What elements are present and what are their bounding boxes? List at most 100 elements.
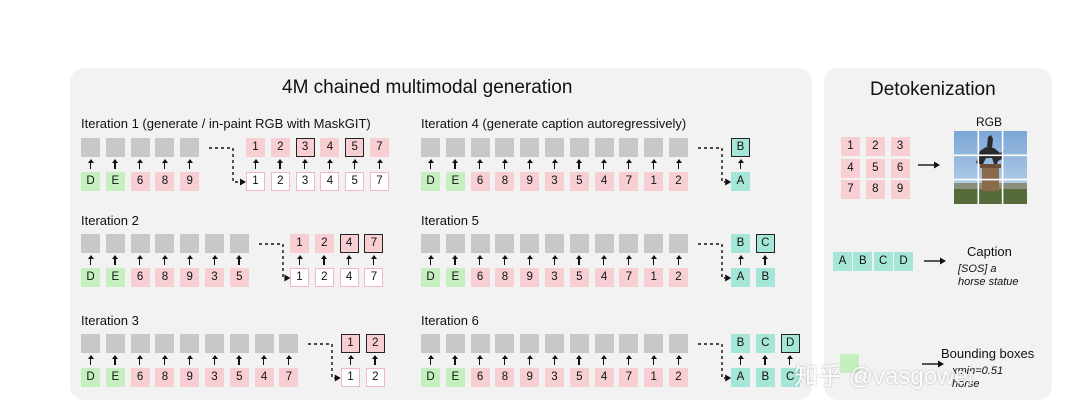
up-arrow: [296, 255, 303, 265]
rgb-token-2: 2: [865, 137, 885, 156]
iteration-title-it2: Iteration 2: [81, 213, 139, 228]
up-arrow: [601, 255, 608, 265]
bounding-boxes-label: Bounding boxes: [941, 346, 1035, 361]
input-token-E: E: [105, 368, 125, 387]
up-arrow: [762, 255, 769, 265]
masked-token: [669, 138, 688, 157]
masked-token: [545, 334, 564, 353]
rgb-token-8: 8: [865, 180, 885, 199]
masked-token: [619, 138, 639, 157]
bbox-arrow: [922, 360, 944, 368]
masked-token: [569, 234, 589, 253]
masked-token: [520, 334, 540, 353]
rgb-token-5: 5: [865, 158, 885, 178]
up-arrow: [427, 159, 434, 169]
up-arrow: [452, 255, 459, 265]
up-arrow: [576, 159, 583, 169]
output-token-3: 3: [295, 138, 315, 157]
shifted-output-token-5: 5: [345, 172, 365, 191]
up-arrow: [452, 159, 459, 169]
input-token-6: 6: [130, 368, 150, 387]
up-arrow: [551, 355, 558, 365]
input-token-4: 4: [254, 368, 274, 387]
masked-token: [669, 334, 688, 353]
masked-token: [495, 334, 515, 353]
input-token-8: 8: [495, 268, 515, 287]
masked-token: [644, 334, 664, 353]
masked-token: [155, 334, 175, 353]
caption-arrow: [924, 257, 946, 265]
up-arrow: [112, 159, 119, 169]
input-token-8: 8: [495, 368, 515, 387]
masked-token: [669, 234, 688, 253]
main-title: 4M chained multimodal generation: [282, 77, 573, 98]
masked-token: [229, 234, 249, 253]
up-arrow: [277, 159, 284, 169]
output-token-C: C: [755, 334, 775, 353]
caption-token-B: B: [853, 252, 873, 271]
masked-token: [445, 334, 465, 353]
input-token-1: 1: [644, 268, 664, 287]
up-arrow: [302, 159, 309, 169]
dashed-connector: [209, 147, 246, 186]
up-arrow: [112, 355, 119, 365]
output-token-2: 2: [314, 234, 334, 253]
input-token-6: 6: [470, 368, 490, 387]
input-token-2: 2: [669, 268, 688, 287]
output-token-2: 2: [270, 138, 290, 157]
masked-token: [254, 334, 274, 353]
iteration-title-it6: Iteration 6: [421, 313, 479, 328]
shifted-output-token-A: A: [731, 172, 750, 191]
up-arrow: [261, 355, 268, 365]
masked-token: [421, 334, 440, 353]
rgb-arrow: [918, 161, 940, 169]
masked-token: [619, 234, 639, 253]
masked-token: [470, 234, 490, 253]
masked-token: [81, 138, 100, 157]
masked-token: [594, 138, 614, 157]
up-arrow: [211, 255, 218, 265]
masked-token: [545, 138, 564, 157]
input-token-3: 3: [545, 172, 564, 191]
input-token-9: 9: [180, 172, 200, 191]
up-arrow: [427, 355, 434, 365]
bbox-text-line-2: horse: [952, 378, 980, 390]
masked-token: [644, 234, 664, 253]
up-arrow: [161, 159, 168, 169]
input-token-D: D: [81, 368, 100, 387]
shifted-output-token-A: A: [731, 268, 750, 287]
input-token-7: 7: [279, 368, 299, 387]
masked-token: [495, 234, 515, 253]
masked-token: [594, 234, 614, 253]
bbox-token: [840, 354, 859, 373]
masked-token: [445, 138, 465, 157]
output-token-B: B: [731, 234, 750, 253]
masked-token: [130, 334, 150, 353]
up-arrow: [737, 255, 744, 265]
output-token-B: B: [731, 138, 750, 157]
shifted-output-token-7: 7: [364, 268, 384, 287]
masked-token: [155, 234, 175, 253]
masked-token: [569, 138, 589, 157]
up-arrow: [737, 355, 744, 365]
masked-token: [445, 234, 465, 253]
rgb-image: [954, 131, 1027, 204]
masked-token: [229, 334, 249, 353]
caption-label: Caption: [967, 244, 1012, 259]
input-token-9: 9: [520, 172, 540, 191]
input-token-8: 8: [495, 172, 515, 191]
masked-token: [155, 138, 175, 157]
up-arrow: [321, 255, 328, 265]
up-arrow: [675, 355, 682, 365]
up-arrow: [137, 159, 144, 169]
input-token-7: 7: [619, 368, 639, 387]
up-arrow: [787, 355, 794, 365]
masked-token: [619, 334, 639, 353]
masked-token: [130, 138, 150, 157]
up-arrow: [625, 255, 632, 265]
masked-token: [470, 334, 490, 353]
masked-token: [594, 334, 614, 353]
input-token-D: D: [81, 172, 100, 191]
up-arrow: [737, 159, 744, 169]
up-arrow: [161, 355, 168, 365]
